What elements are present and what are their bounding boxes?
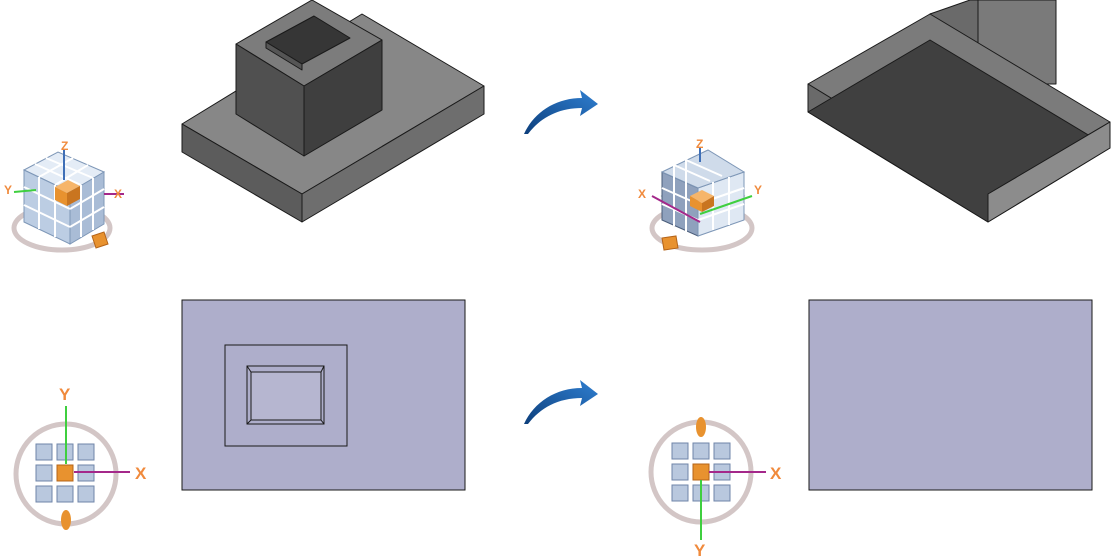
x-axis-label: X (114, 187, 122, 201)
isometric-part-bottom-view (807, 0, 1111, 223)
view-compass-icon[interactable]: Y X (13, 385, 147, 530)
view-cube-icon[interactable]: Z Y X (4, 139, 124, 253)
z-axis-label: Z (696, 137, 703, 151)
plan-view-flat (808, 299, 1093, 491)
y-axis-label: Y (59, 385, 71, 404)
isometric-part-with-boss (181, 0, 485, 223)
view-compass-icon[interactable]: Y X (648, 417, 782, 558)
z-axis-label: Z (61, 139, 68, 153)
y-axis-label: Y (694, 541, 706, 558)
x-axis-label: X (135, 464, 147, 483)
rotate-arrow-icon (524, 380, 598, 424)
view-cube-icon[interactable]: Z X Y (638, 137, 762, 253)
rotate-arrow-icon (524, 90, 598, 134)
x-axis-label: X (770, 464, 782, 483)
y-axis-label: Y (4, 183, 12, 197)
plan-view-with-pocket (181, 299, 466, 491)
x-axis-label: X (638, 187, 646, 201)
y-axis-label: Y (754, 183, 762, 197)
